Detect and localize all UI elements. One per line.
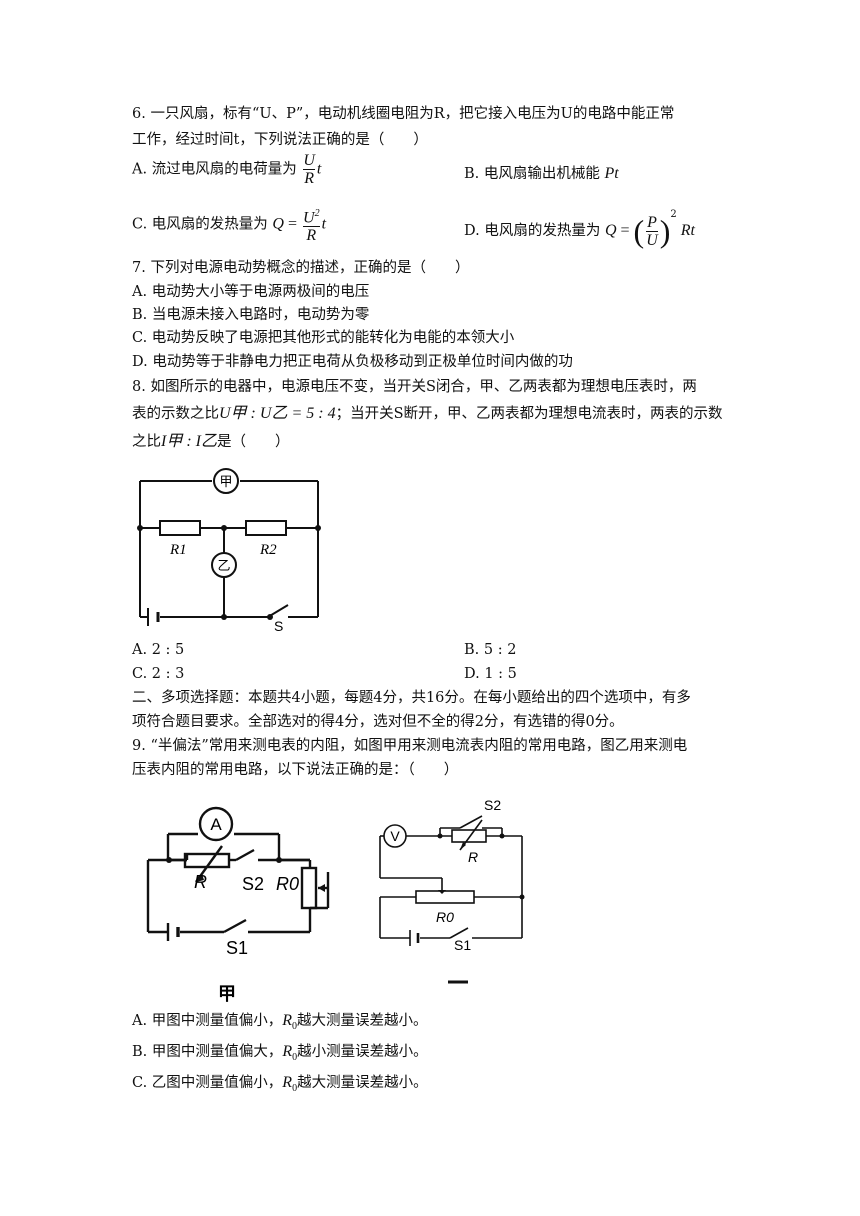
q6-option-b: B. 电风扇输出机械能 Pt — [464, 164, 619, 184]
section2-line2: 项符合题目要求。全部选对的得4分，选对但不全的得2分，有选错的得0分。 — [132, 714, 624, 730]
q9-option-a-text: A. 甲图中测量值偏小， — [132, 1013, 283, 1029]
q7-option-a: A. 电动势大小等于电源两极间的电压 — [132, 284, 370, 300]
q6-option-a-text: A. 流过电风扇的电荷量为 — [132, 161, 297, 178]
q9-left-r0-label: R0 — [276, 874, 299, 894]
q7-option-d: D. 电动势等于非静电力把正电荷从负极移动到正极单位时间内做的功 — [132, 354, 573, 370]
q9-left-meter-label: A — [210, 815, 222, 834]
q8-stem-line3-b: 是（ ） — [217, 434, 290, 450]
q8-meter-top-label: 甲 — [219, 475, 232, 490]
q8-ratio-v: U甲 : U乙 = 5 : 4 — [219, 405, 336, 422]
q9-left-r-label: R — [194, 872, 207, 892]
q6-stem-line2: 工作，经过时间t，下列说法正确的是（ ） — [132, 132, 428, 148]
q9-stem-line1: 9. “半偏法”常用来测电表的内阻，如图甲用来测电流表内阻的常用电路，图乙用来测… — [132, 738, 688, 754]
q8-r1-label: R1 — [169, 542, 187, 558]
q9-stem-line2: 压表内阻的常用电路，以下说法正确的是：（ ） — [132, 762, 459, 778]
q8-r2-label: R2 — [259, 542, 277, 558]
q9-right-meter-label: V — [390, 828, 400, 844]
q9-option-b: B. 甲图中测量值偏大，R0越小测量误差越小。 — [132, 1042, 428, 1068]
q8-option-c: C. 2 : 3 — [132, 666, 185, 682]
q9-option-a-suffix: 越大测量误差越小。 — [296, 1013, 428, 1029]
q9-right-r-label: R — [468, 849, 478, 865]
q9-right-s2-label: S2 — [484, 797, 501, 813]
q6-option-c-text: C. 电风扇的发热量为 — [132, 216, 268, 233]
q9-right-r0-label: R0 — [436, 909, 454, 925]
q7-option-c: C. 电动势反映了电源把其他形式的能转化为电能的本领大小 — [132, 330, 515, 346]
q9-option-c-var: R0 — [282, 1074, 298, 1095]
q8-circuit-diagram: 甲 乙 R1 R2 S — [137, 468, 321, 634]
q8-stem-line1: 8. 如图所示的电器中，电源电压不变，当开关S闭合，甲、乙两表都为理想电压表时，… — [132, 379, 697, 395]
q9-option-b-suffix: 越小测量误差越小。 — [297, 1044, 428, 1060]
q6-option-d-text: D. 电风扇的发热量为 — [464, 223, 601, 239]
q9-option-c-text: C. 乙图中测量值偏小， — [132, 1075, 283, 1091]
q9-right-s1-label: S1 — [454, 937, 471, 953]
q9-option-b-text: B. 甲图中测量值偏大， — [132, 1044, 283, 1060]
q8-meter-mid-label: 乙 — [217, 559, 230, 574]
section2-line1: 二、多项选择题：本题共4小题，每题4分，共16分。在每小题给出的四个选项中，有多 — [132, 690, 691, 706]
q9-option-c-suffix: 越大测量误差越小。 — [297, 1075, 428, 1091]
q9-option-a-var: R0 — [282, 1012, 297, 1033]
q8-stem-line2-a: 表的示数之比 — [132, 406, 219, 422]
q7-option-b: B. 当电源未接入电路时，电动势为零 — [132, 307, 370, 323]
q8-ratio-i: I甲 : I乙 — [161, 433, 217, 450]
q9-option-c: C. 乙图中测量值偏小，R0越大测量误差越小。 — [132, 1073, 428, 1099]
q7-stem: 7. 下列对电源电动势概念的描述，正确的是（ ） — [132, 260, 470, 276]
q9-option-b-var: R0 — [282, 1043, 298, 1064]
q8-option-b: B. 5 : 2 — [464, 642, 517, 658]
q8-stem-line2: 表的示数之比U甲 : U乙 = 5 : 4；当开关S断开，甲、乙两表都为理想电流… — [132, 404, 723, 424]
q9-left-s1-label: S1 — [226, 938, 248, 958]
q9-left-s2-label: S2 — [242, 874, 264, 894]
q8-switch-label: S — [274, 618, 283, 634]
q8-stem-line2-b: ；当开关S断开，甲、乙两表都为理想电流表时，两表的示数 — [335, 406, 723, 422]
q8-option-d: D. 1 : 5 — [464, 666, 517, 682]
q9-circuit-left: A R S2 R0 S1 甲 — [146, 806, 330, 1005]
q8-stem-line3: 之比I甲 : I乙是（ ） — [132, 432, 290, 452]
q8-stem-line3-a: 之比 — [132, 434, 161, 450]
q6-stem-line1: 6. 一只风扇，标有“U、P”，电动机线圈电阻为R，把它接入电压为U的电路中能正… — [132, 106, 675, 122]
q9-circuit-right: V S2 R R0 S1 — [379, 797, 525, 984]
q9-option-a: A. 甲图中测量值偏小，R0越大测量误差越小。 — [132, 1011, 427, 1037]
q6-option-b-math: Pt — [604, 165, 619, 182]
q6-option-b-text: B. 电风扇输出机械能 — [464, 166, 600, 182]
q8-option-a: A. 2 : 5 — [132, 642, 185, 658]
q9-left-caption: 甲 — [218, 984, 236, 1005]
